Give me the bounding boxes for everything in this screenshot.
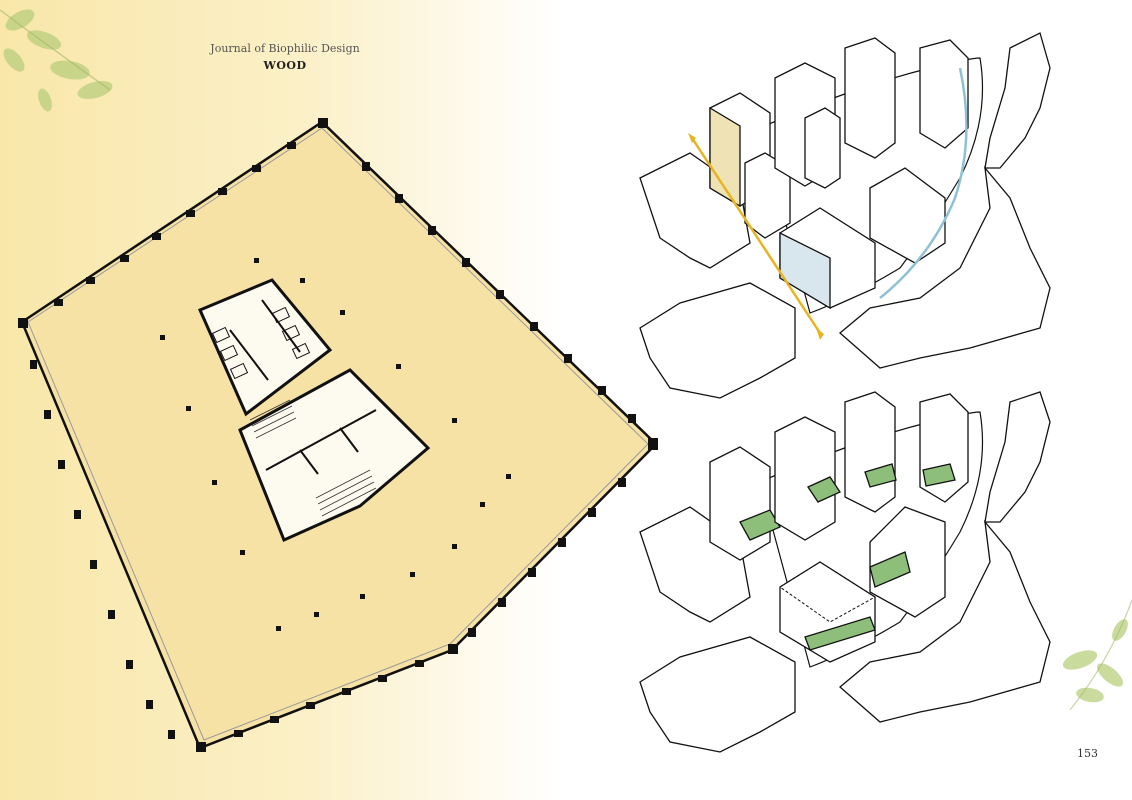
axonometric-green-roofs [639,391,1051,753]
perimeter-columns [18,118,658,752]
section-title: WOOD [263,59,307,72]
leaf-decoration-top-left [0,9,113,112]
axonometric-circulation [639,32,1051,399]
floor-plan [18,118,658,752]
journal-title: Journal of Biophilic Design [210,42,360,55]
leaf-decoration-bottom-right [1062,599,1132,711]
page-header: Journal of Biophilic Design WOOD [180,42,390,72]
interior-columns [160,258,511,631]
core-toilets [198,278,333,417]
core-stairs [238,368,431,543]
page-number: 153 [1077,747,1098,760]
